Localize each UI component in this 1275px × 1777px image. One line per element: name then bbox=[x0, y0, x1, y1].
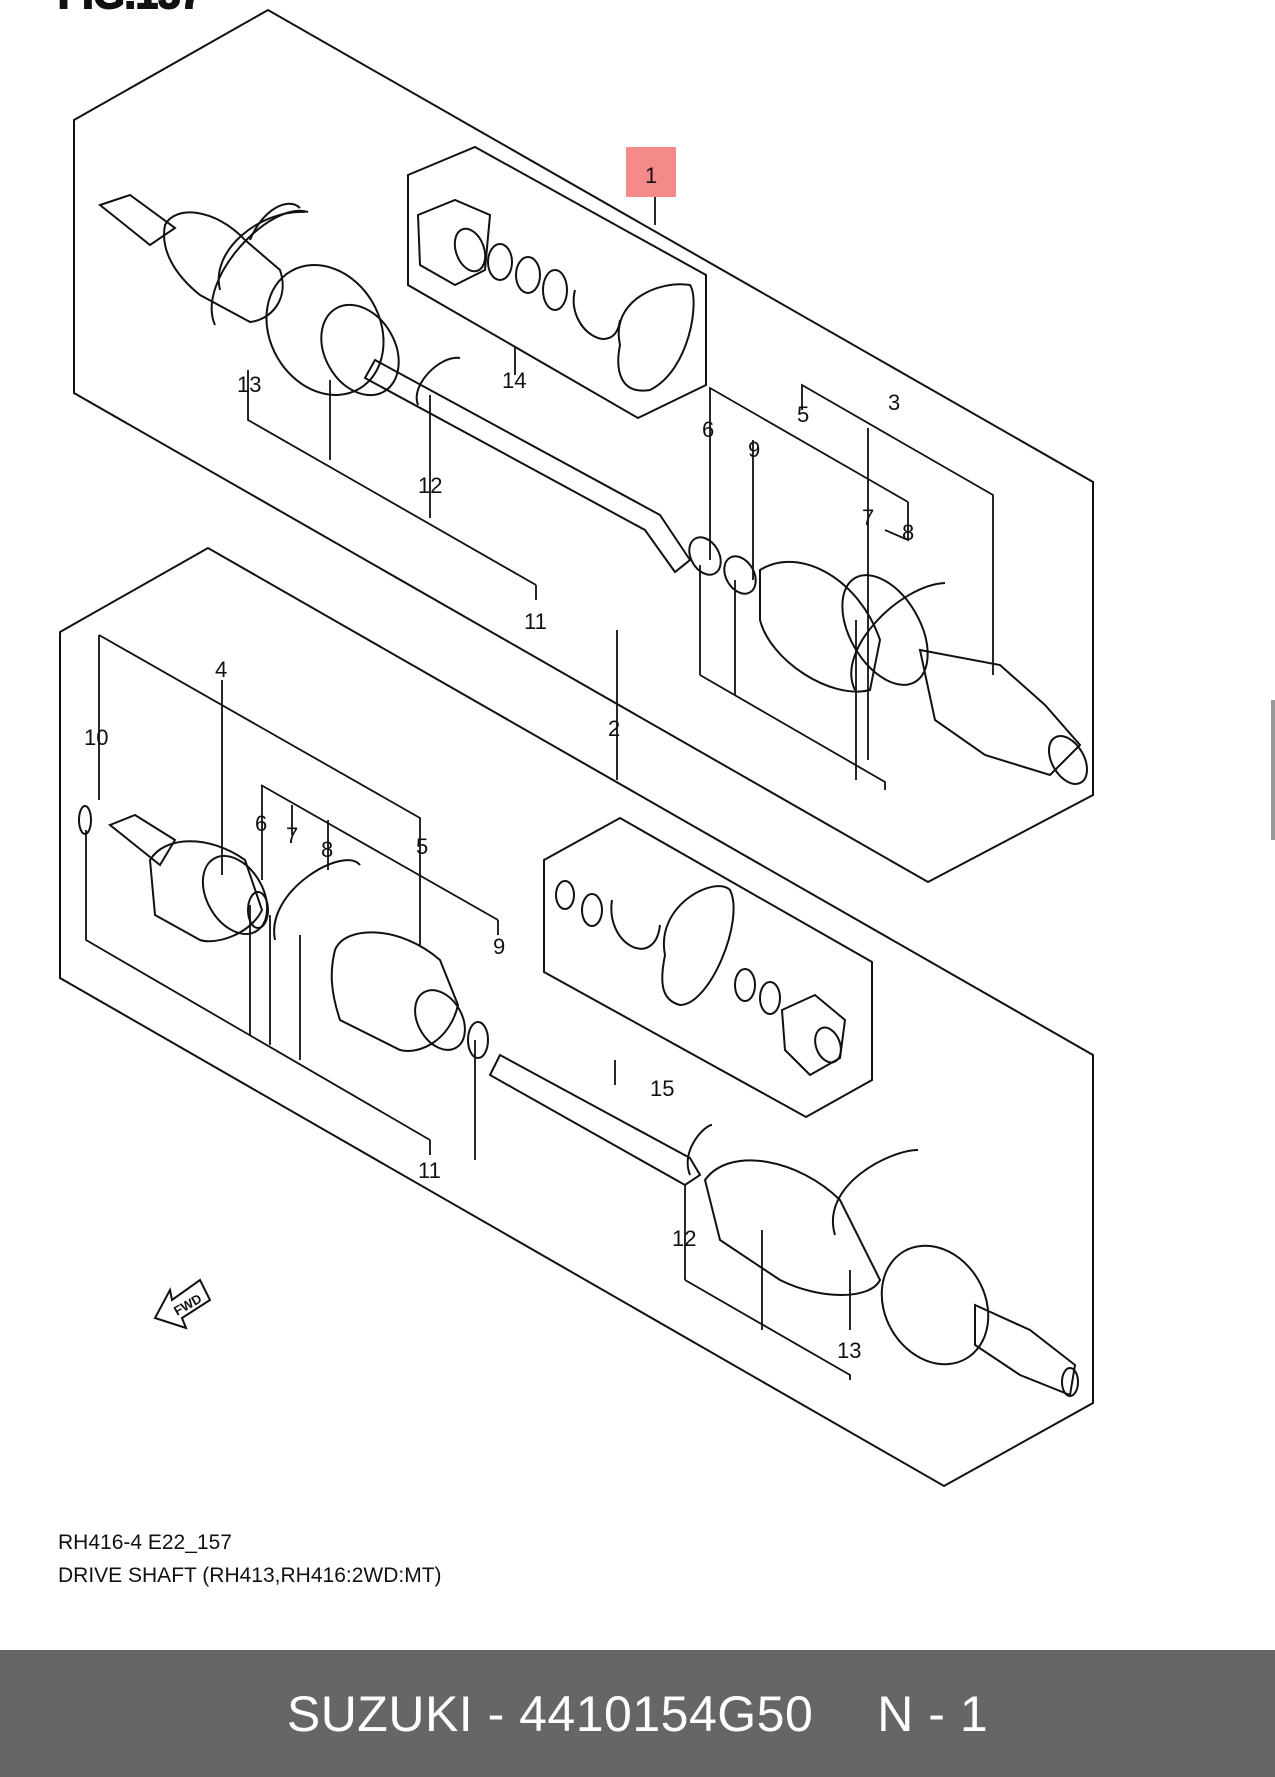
fwd-arrow-icon: FWD bbox=[153, 1278, 212, 1330]
part-labels: 1 2 3 4 5 5 6 6 7 7 8 8 9 9 10 11 11 12 … bbox=[84, 163, 914, 1363]
clamp-ring bbox=[210, 209, 309, 326]
part-label-14: 14 bbox=[502, 368, 526, 393]
kit-14-contents bbox=[416, 198, 695, 392]
lower-inner-joint bbox=[78, 805, 489, 1059]
clamp-ring bbox=[686, 1124, 713, 1176]
part-label-2: 2 bbox=[608, 716, 620, 741]
part-number-footer: SUZUKI - 4410154G50 N - 1 bbox=[0, 1650, 1275, 1777]
part-label-11: 11 bbox=[524, 609, 547, 634]
part-label-6: 6 bbox=[702, 417, 714, 442]
part-label-5: 5 bbox=[416, 834, 428, 859]
part-label-13: 13 bbox=[837, 1338, 861, 1363]
highlight-part-1 bbox=[626, 147, 676, 197]
leader-lines-lower bbox=[85, 630, 851, 1380]
part-label-13: 13 bbox=[237, 372, 261, 397]
part-label-6: 6 bbox=[255, 811, 267, 836]
footer-quantity: N - 1 bbox=[877, 1685, 989, 1742]
figure-code: RH416-4 E22_157 bbox=[58, 1531, 232, 1554]
clamp-ring bbox=[850, 582, 946, 691]
footer-brand-part-number: SUZUKI - 4410154G50 bbox=[286, 1685, 814, 1742]
kit-box-14 bbox=[407, 145, 707, 420]
part-label-12: 12 bbox=[418, 473, 442, 498]
clamp-ring bbox=[415, 356, 461, 406]
part-label-5: 5 bbox=[797, 402, 809, 427]
upper-outer-joint bbox=[97, 193, 400, 397]
figure-number-fragment: FIG.157 bbox=[58, 0, 203, 17]
part-label-8: 8 bbox=[902, 520, 914, 545]
part-label-7: 7 bbox=[862, 505, 874, 530]
upper-inner-joint bbox=[688, 536, 1088, 785]
leader-lines-upper bbox=[247, 197, 994, 790]
upper-shaft-bar bbox=[363, 358, 692, 574]
figure-title: DRIVE SHAFT (RH413,RH416:2WD:MT) bbox=[58, 1564, 442, 1587]
part-label-1: 1 bbox=[645, 163, 657, 188]
part-label-8: 8 bbox=[321, 837, 333, 862]
part-label-12: 12 bbox=[672, 1226, 696, 1251]
kit-15-contents bbox=[555, 880, 847, 1077]
part-label-7: 7 bbox=[286, 823, 298, 848]
lower-assembly-frame bbox=[59, 546, 1094, 1488]
scroll-edge-marker bbox=[1271, 700, 1275, 840]
part-label-3: 3 bbox=[888, 390, 900, 415]
part-label-15: 15 bbox=[650, 1076, 674, 1101]
part-label-11: 11 bbox=[418, 1158, 441, 1183]
parts-diagram: FIG.157 bbox=[57, 0, 1094, 1488]
kit-box-15 bbox=[543, 816, 873, 1119]
upper-assembly-frame bbox=[73, 8, 1094, 884]
lower-outer-joint bbox=[703, 1149, 1079, 1397]
lower-shaft-bar bbox=[488, 1053, 702, 1187]
part-label-10: 10 bbox=[84, 725, 108, 750]
part-label-4: 4 bbox=[215, 657, 227, 682]
part-label-9: 9 bbox=[493, 934, 505, 959]
part-label-9: 9 bbox=[748, 437, 760, 462]
